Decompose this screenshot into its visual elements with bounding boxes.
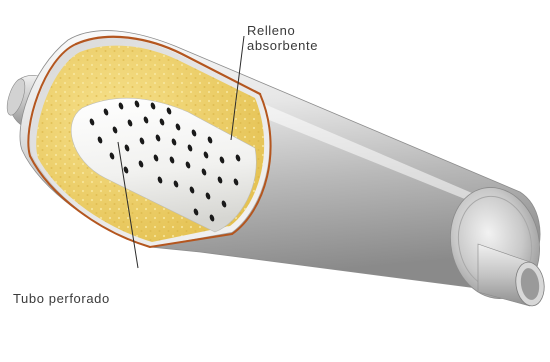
absorbent-fill-label-line-1: Relleno: [247, 23, 318, 38]
absorbent-fill-label: Relleno absorbente: [247, 23, 318, 53]
perforated-tube-label: Tubo perforado: [13, 291, 110, 306]
absorbent-fill-label-line-2: absorbente: [247, 38, 318, 53]
